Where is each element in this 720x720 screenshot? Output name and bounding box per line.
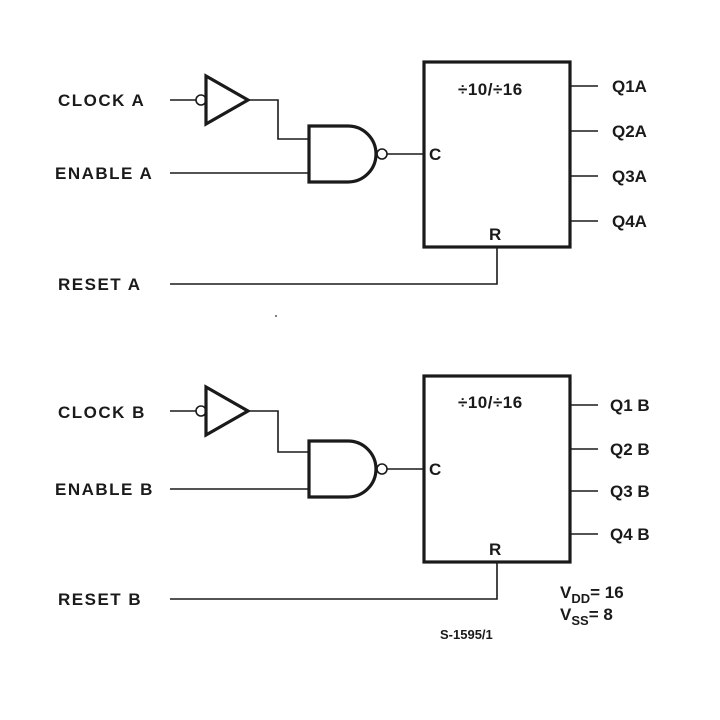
counter-b-divider-label: ÷10/÷16 (458, 393, 523, 412)
clock-b-buffer (204, 384, 252, 438)
reset-a-label: RESET A (58, 275, 142, 294)
counter-a-divider-label: ÷10/÷16 (458, 80, 523, 99)
counter-b-clock-pin: C (429, 460, 441, 479)
nand-gate-b (307, 439, 378, 499)
nand-gate-a (307, 124, 378, 184)
power-supply-note: VDD= 16 VSS= 8 (560, 583, 624, 628)
buffer-b-to-nand-wire (248, 410, 309, 453)
clock-b-label: CLOCK B (58, 403, 146, 422)
counter-a-reset-pin: R (489, 225, 501, 244)
reset-b-label: RESET B (58, 590, 142, 609)
nand-b-output-bubble (376, 463, 388, 475)
q1a-label: Q1A (612, 77, 647, 96)
reset-a-wire (170, 247, 498, 285)
counter-unit-b: CLOCK B ENABLE B RESET B ÷10/÷16 C R Q1 … (55, 374, 650, 609)
clock-a-label: CLOCK A (58, 91, 145, 110)
q3a-label: Q3A (612, 167, 647, 186)
counter-unit-a: CLOCK A ENABLE A RESET A ÷10/÷16 C R Q1A… (55, 60, 647, 294)
q4b-label: Q4 B (610, 525, 650, 544)
enable-b-label: ENABLE B (55, 480, 154, 499)
clock-a-buffer (204, 73, 252, 127)
enable-a-label: ENABLE A (55, 164, 153, 183)
counter-b-reset-pin: R (489, 540, 501, 559)
q1b-label: Q1 B (610, 396, 650, 415)
buffer-a-to-nand-wire (248, 99, 309, 140)
stray-dot (275, 315, 277, 317)
q4a-label: Q4A (612, 212, 647, 231)
q3b-label: Q3 B (610, 482, 650, 501)
vss-note: VSS= 8 (560, 605, 613, 628)
q2b-label: Q2 B (610, 440, 650, 459)
reset-b-wire (170, 562, 498, 600)
vdd-note: VDD= 16 (560, 583, 624, 606)
figure-reference: S-1595/1 (440, 627, 493, 642)
counter-a-clock-pin: C (429, 145, 441, 164)
nand-a-output-bubble (376, 148, 388, 160)
q2a-label: Q2A (612, 122, 647, 141)
